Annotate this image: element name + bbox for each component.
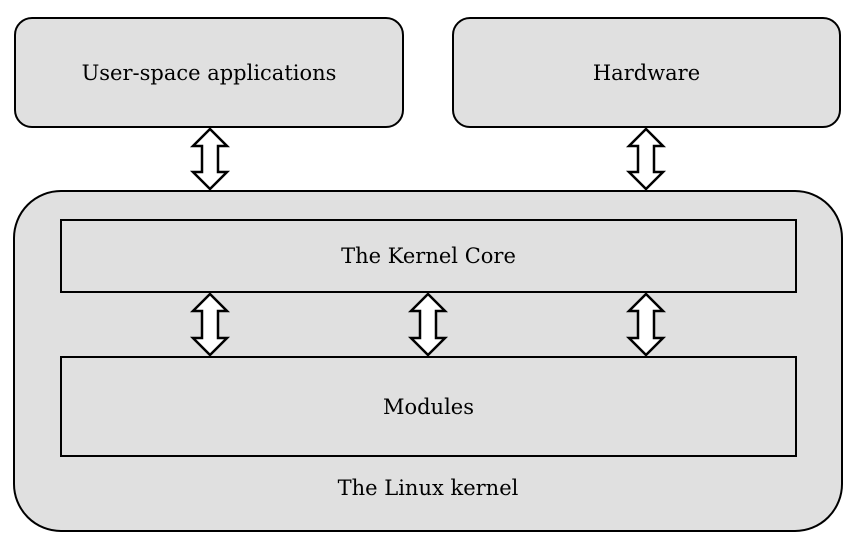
hardware-box: Hardware	[452, 17, 841, 128]
user-space-applications-label: User-space applications	[81, 60, 337, 85]
user-space-applications-box: User-space applications	[14, 17, 404, 128]
modules-label: Modules	[382, 394, 475, 419]
arrow-hardware-kernel	[625, 127, 667, 191]
arrow-user-apps-kernel	[189, 127, 231, 191]
kernel-core-box: The Kernel Core	[60, 219, 797, 293]
kernel-core-label: The Kernel Core	[341, 244, 516, 268]
hardware-label: Hardware	[592, 60, 701, 85]
modules-box: Modules	[60, 356, 797, 457]
linux-kernel-label: The Linux kernel	[337, 476, 519, 500]
